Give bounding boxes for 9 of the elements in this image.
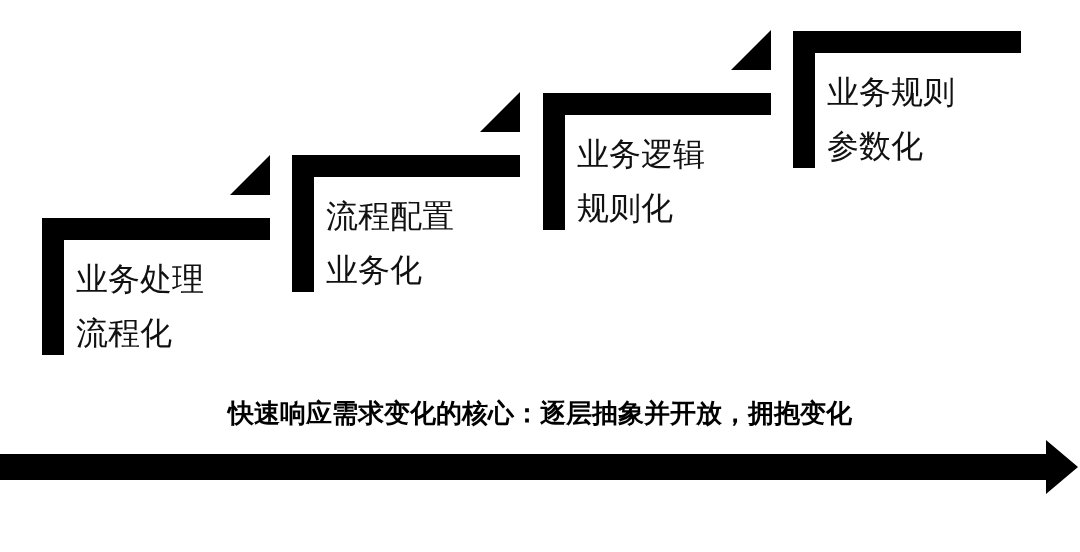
step-label: 业务规则参数化 [827,72,956,167]
caption-text: 快速响应需求变化的核心：逐层抽象并开放，拥抱变化 [226,397,853,430]
stair-step [793,31,1021,168]
stair-step [292,155,520,292]
step-label: 业务逻辑规则化 [577,134,706,229]
stair-step [543,93,771,230]
step-label: 流程配置业务化 [326,196,455,291]
step-label: 业务处理流程化 [76,259,205,354]
stair-step [42,218,270,355]
